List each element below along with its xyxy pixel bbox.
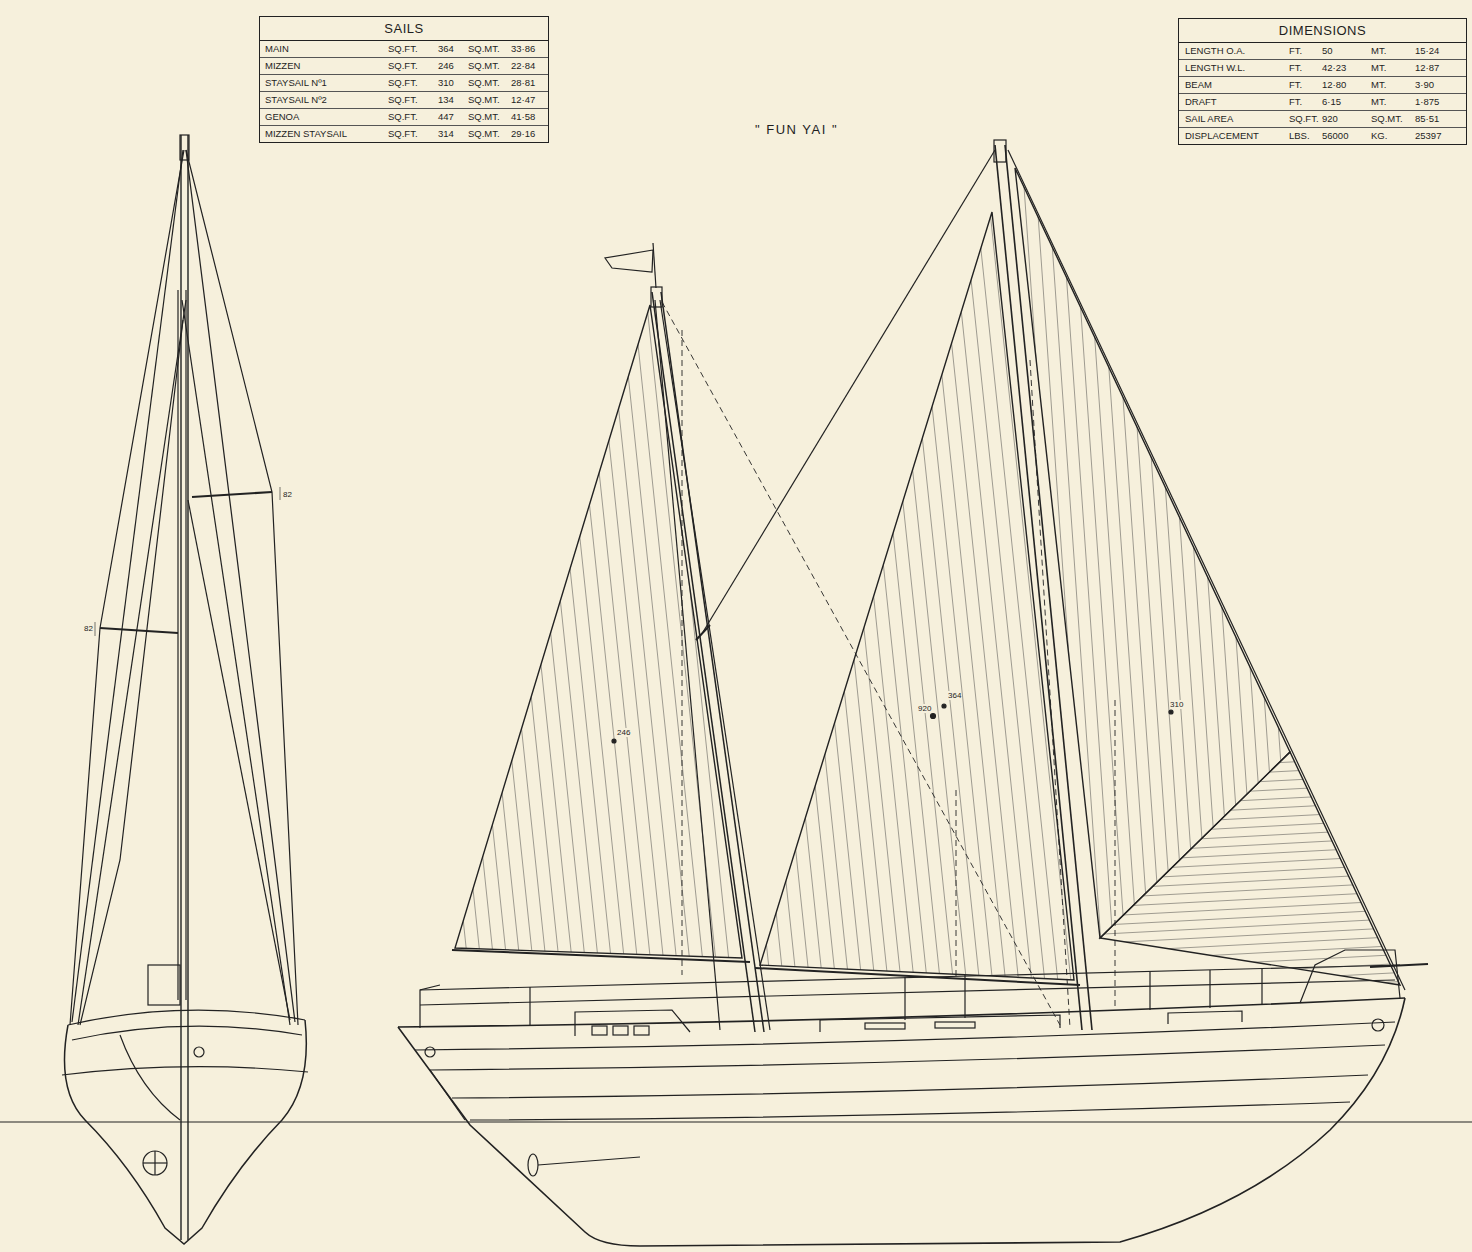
callout-number: 920: [918, 704, 931, 713]
table-cell: 310: [438, 77, 454, 89]
table-cell: MT.: [1371, 79, 1386, 91]
table-cell: 12·47: [511, 94, 535, 106]
table-cell: SQ.FT.: [388, 111, 418, 123]
table-row: GENOA SQ.FT. 447 SQ.MT. 41·58: [260, 109, 548, 126]
table-cell: SQ.FT.: [388, 94, 418, 106]
table-cell: STAYSAIL Nº2: [265, 94, 327, 106]
table-cell: MIZZEN: [265, 60, 300, 72]
callout-number: 310: [1170, 700, 1183, 709]
data-table: SAILSMAINSQ.FT.364SQ.MT.33·86MIZZENSQ.FT…: [259, 16, 549, 143]
table-cell: DISPLACEMENT: [1185, 130, 1259, 142]
table-cell: SQ.MT.: [468, 111, 500, 123]
table-cell: 314: [438, 128, 454, 140]
table-cell: BEAM: [1185, 79, 1212, 91]
data-table: DIMENSIONSLENGTH O.A.FT.50MT.15·24LENGTH…: [1178, 18, 1467, 145]
table-cell: STAYSAIL Nº1: [265, 77, 327, 89]
table-row: LENGTH W.L. FT. 42·23 MT. 12·87: [1179, 60, 1466, 77]
table-cell: MAIN: [265, 43, 289, 55]
callout-number: 246: [617, 728, 630, 737]
table-cell: GENOA: [265, 111, 299, 123]
table-row: MAIN SQ.FT. 364 SQ.MT. 33·86: [260, 41, 548, 58]
table-row: STAYSAIL Nº2 SQ.FT. 134 SQ.MT. 12·47: [260, 92, 548, 109]
table-cell: 29·16: [511, 128, 535, 140]
table-cell: 6·15: [1322, 96, 1341, 108]
table-row: BEAM FT. 12·80 MT. 3·90: [1179, 77, 1466, 94]
table-cell: 920: [1322, 113, 1338, 125]
table-cell: FT.: [1289, 45, 1302, 57]
callout-number: 364: [948, 691, 961, 700]
table-cell: 85·51: [1415, 113, 1439, 125]
table-cell: 42·23: [1322, 62, 1346, 74]
table-cell: 22·84: [511, 60, 535, 72]
table-cell: 41·58: [511, 111, 535, 123]
callout-number: 82: [283, 490, 292, 499]
table-cell: 1·875: [1415, 96, 1439, 108]
table-cell: MT.: [1371, 62, 1386, 74]
table-cell: 134: [438, 94, 454, 106]
table-cell: SQ.MT.: [1371, 113, 1403, 125]
table-cell: 25397: [1415, 130, 1441, 142]
table-cell: 50: [1322, 45, 1333, 57]
table-cell: SQ.MT.: [468, 60, 500, 72]
table-cell: 15·24: [1415, 45, 1439, 57]
table-cell: SQ.MT.: [468, 43, 500, 55]
table-cell: SQ.FT.: [388, 43, 418, 55]
table-cell: 56000: [1322, 130, 1348, 142]
table-cell: SQ.MT.: [468, 128, 500, 140]
table-cell: 364: [438, 43, 454, 55]
table-cell: LBS.: [1289, 130, 1310, 142]
table-row: LENGTH O.A. FT. 50 MT. 15·24: [1179, 43, 1466, 60]
table-heading: DIMENSIONS: [1179, 19, 1466, 43]
table-cell: SQ.MT.: [468, 94, 500, 106]
table-cell: FT.: [1289, 62, 1302, 74]
table-cell: SQ.FT.: [388, 128, 418, 140]
table-row: DISPLACEMENT LBS. 56000 KG. 25397: [1179, 128, 1466, 144]
table-cell: 447: [438, 111, 454, 123]
table-cell: 28·81: [511, 77, 535, 89]
table-row: SAIL AREA SQ.FT.920 SQ.MT. 85·51: [1179, 111, 1466, 128]
table-cell: 3·90: [1415, 79, 1434, 91]
table-row: STAYSAIL Nº1 SQ.FT. 310 SQ.MT. 28·81: [260, 75, 548, 92]
table-cell: MIZZEN STAYSAIL: [265, 128, 347, 140]
table-cell: 33·86: [511, 43, 535, 55]
table-cell: LENGTH W.L.: [1185, 62, 1245, 74]
table-cell: KG.: [1371, 130, 1387, 142]
table-cell: SQ.MT.: [468, 77, 500, 89]
callout-number: 82: [84, 624, 93, 633]
table-cell: SAIL AREA: [1185, 113, 1233, 125]
table-cell: 12·80: [1322, 79, 1346, 91]
table-cell: SQ.FT.: [388, 77, 418, 89]
table-row: MIZZEN SQ.FT. 246 SQ.MT. 22·84: [260, 58, 548, 75]
table-cell: LENGTH O.A.: [1185, 45, 1245, 57]
table-cell: 246: [438, 60, 454, 72]
drawing-title: " FUN YAI ": [755, 122, 838, 137]
table-row: DRAFT FT. 6·15 MT. 1·875: [1179, 94, 1466, 111]
table-cell: FT.: [1289, 79, 1302, 91]
table-cell: SQ.FT.: [1289, 113, 1319, 125]
table-cell: 12·87: [1415, 62, 1439, 74]
table-row: MIZZEN STAYSAIL SQ.FT. 314 SQ.MT. 29·16: [260, 126, 548, 142]
table-heading: SAILS: [260, 17, 548, 41]
table-cell: SQ.FT.: [388, 60, 418, 72]
table-cell: DRAFT: [1185, 96, 1217, 108]
table-cell: MT.: [1371, 96, 1386, 108]
table-cell: FT.: [1289, 96, 1302, 108]
table-cell: MT.: [1371, 45, 1386, 57]
